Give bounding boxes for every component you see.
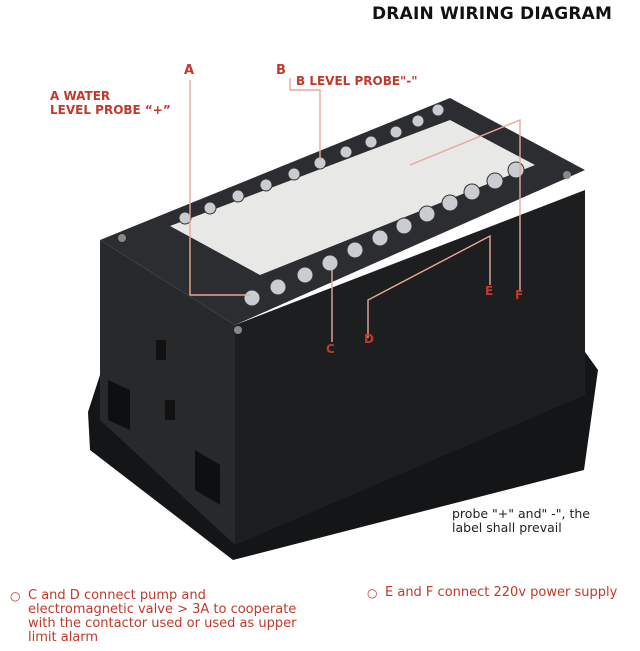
terminal-screw (371, 229, 389, 247)
callout-line-a (189, 80, 250, 296)
label-c: C (326, 342, 335, 356)
callout-line-d-e (367, 234, 491, 338)
terminal-screw (296, 266, 314, 284)
label-e: E (485, 284, 494, 298)
terminal-screw (463, 183, 481, 201)
terminal-screw (389, 125, 403, 139)
mounting-clip (195, 450, 220, 505)
terminal-screw (243, 289, 261, 307)
callout-line-b (289, 78, 321, 160)
terminal-screw (178, 211, 192, 225)
terminal-screw (411, 114, 425, 128)
diagram-title: DRAIN WIRING DIAGRAM (372, 4, 613, 24)
terminal-screw (507, 161, 525, 179)
terminal-screw (441, 194, 459, 212)
terminal-screw (339, 145, 353, 159)
terminal-row-back (178, 103, 445, 225)
terminal-screw (203, 201, 217, 215)
label-d: D (364, 332, 374, 346)
bullet-line: E and F connect 220v power supply (385, 585, 618, 600)
callout-line-f (409, 118, 521, 292)
label-b-probe: B LEVEL PROBE"-" (296, 74, 418, 88)
terminal-screw (486, 172, 504, 190)
bullet-ef-power: ○ E and F connect 220v power supply (367, 585, 635, 601)
bullet-cd-pump: ○ C and D connect pump and electromagnet… (10, 588, 358, 645)
bullet-marker: ○ (10, 589, 21, 603)
probe-label-note: probe "+" and" -", the label shall preva… (452, 507, 622, 535)
bullet-line: C and D connect pump and (28, 588, 206, 603)
corner-screw (234, 326, 242, 334)
callout-lines (189, 78, 521, 342)
note-line-2: label shall prevail (452, 520, 562, 535)
terminal-screw (431, 103, 445, 117)
corner-screw (563, 171, 571, 179)
label-a-probe-line1: A WATER (50, 89, 111, 103)
side-slot (165, 400, 175, 420)
terminal-label-strip (170, 120, 535, 275)
mounting-clip (108, 380, 130, 430)
terminal-screw (395, 217, 413, 235)
corner-screw (118, 234, 126, 242)
label-a-probe-line2: LEVEL PROBE “+” (50, 103, 171, 117)
terminal-screw (269, 278, 287, 296)
terminal-screw (321, 254, 339, 272)
side-slot (156, 340, 166, 360)
label-f: F (515, 288, 524, 302)
terminal-screw (346, 241, 364, 259)
terminal-screw (259, 178, 273, 192)
terminal-screw (418, 205, 436, 223)
bullet-line: limit alarm (28, 630, 99, 645)
device-front-face (235, 190, 585, 545)
label-b-letter: B (276, 63, 286, 78)
bullet-line: with the contactor used or used as upper (28, 616, 297, 631)
terminal-screw (231, 189, 245, 203)
note-line-1: probe "+" and" -", the (452, 506, 590, 521)
bullet-marker: ○ (367, 586, 378, 600)
terminal-screw (287, 167, 301, 181)
bullet-line: electromagnetic valve > 3A to cooperate (28, 602, 297, 617)
label-a-letter: A (184, 63, 195, 78)
terminal-row-front (243, 161, 525, 307)
terminal-screw (364, 135, 378, 149)
